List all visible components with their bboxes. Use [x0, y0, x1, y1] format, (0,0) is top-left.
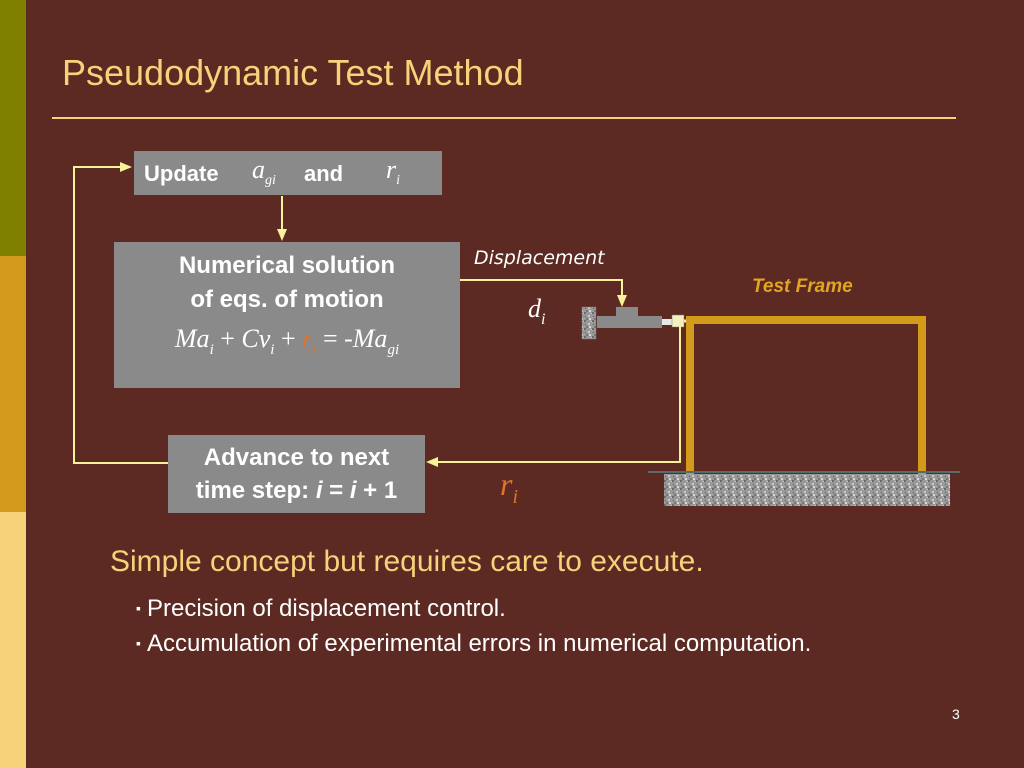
equation-of-motion: Mai + Cvi + ri = -Magi — [114, 324, 460, 358]
eq-term-damping: Cv — [241, 324, 271, 353]
eq-op-equals: = — [316, 324, 345, 353]
ri-sub: i — [396, 173, 401, 188]
eq-term-mass: Ma — [174, 324, 210, 353]
d-sub: i — [541, 311, 546, 328]
and-label: and — [304, 161, 344, 186]
arrowhead-to-advance — [426, 457, 438, 467]
r-sub: i — [512, 486, 519, 508]
arrowhead-to-update — [120, 162, 132, 172]
bullet-mark-icon: ▪ — [136, 635, 141, 651]
arrowhead-to-numerical — [277, 229, 287, 241]
page-number: 3 — [952, 706, 960, 722]
arrow-frame-to-advance — [438, 321, 681, 463]
content-heading: Simple concept but requires care to exec… — [110, 545, 704, 578]
update-label: Update — [144, 161, 219, 186]
eq-op-plus-2: + — [274, 324, 303, 353]
arrow-numerical-to-actuator — [460, 279, 623, 296]
r-base: r — [500, 466, 513, 502]
update-box: Update agi and ri — [134, 151, 442, 195]
title-underline — [52, 117, 956, 119]
eq-term-damping-sub: i — [270, 342, 275, 358]
test-frame-label: Test Frame — [752, 276, 853, 297]
agi-symbol: agi — [252, 155, 276, 188]
displacement-symbol: di — [528, 294, 545, 328]
ri-symbol-update: ri — [386, 155, 401, 188]
advance-var-i-2: i — [349, 477, 357, 504]
advance-suffix: + 1 — [356, 477, 398, 504]
eq-term-restoring: r — [302, 324, 313, 353]
advance-equals: = — [322, 477, 350, 504]
advance-time-step-box: Advance to next time step: i = i + 1 — [168, 435, 425, 513]
actuator-body — [597, 316, 662, 328]
eq-term-ground-sub: gi — [387, 342, 400, 358]
actuator-rod — [662, 319, 674, 325]
bullet-item: ▪ Precision of displacement control. — [136, 595, 506, 623]
d-base: d — [528, 294, 541, 323]
agi-base: a — [252, 155, 265, 184]
test-frame — [686, 316, 926, 474]
numerical-line1: Numerical solution — [178, 252, 396, 279]
sidebar-segment-middle — [0, 256, 26, 512]
advance-line1: Advance to next — [203, 444, 390, 471]
bullet-item: ▪ Accumulation of experimental errors in … — [136, 630, 811, 658]
agi-sub: gi — [265, 173, 276, 188]
ri-base: r — [386, 155, 397, 184]
advance-var-i-1: i — [315, 477, 323, 504]
eq-op-plus-1: + — [213, 324, 242, 353]
feedback-loop-line — [73, 166, 168, 464]
bullet-mark-icon: ▪ — [136, 600, 141, 616]
advance-line2: time step: i = i + 1 — [168, 477, 425, 505]
actuator-connector — [671, 314, 685, 328]
arrowhead-to-actuator — [617, 295, 627, 307]
advance-prefix: time step: — [195, 477, 316, 504]
bullet-text: Accumulation of experimental errors in n… — [146, 630, 812, 657]
sidebar-segment-top — [0, 0, 26, 256]
eq-term-ground: -Ma — [344, 324, 388, 353]
restoring-force-symbol: ri — [500, 466, 518, 508]
numerical-line2: of eqs. of motion — [190, 286, 384, 313]
eq-term-restoring-sub: i — [312, 342, 317, 358]
sidebar-decoration — [0, 0, 26, 768]
numerical-solution-box: Numerical solution of eqs. of motion Mai… — [114, 242, 460, 388]
eq-term-mass-sub: i — [209, 342, 214, 358]
reaction-wall — [581, 306, 597, 340]
bullet-text: Precision of displacement control. — [146, 595, 506, 622]
actuator-cylinder — [616, 307, 638, 317]
concrete-base — [664, 474, 950, 506]
displacement-label: Displacement — [474, 247, 605, 269]
sidebar-segment-bottom — [0, 512, 26, 768]
slide-title: Pseudodynamic Test Method — [62, 52, 524, 93]
